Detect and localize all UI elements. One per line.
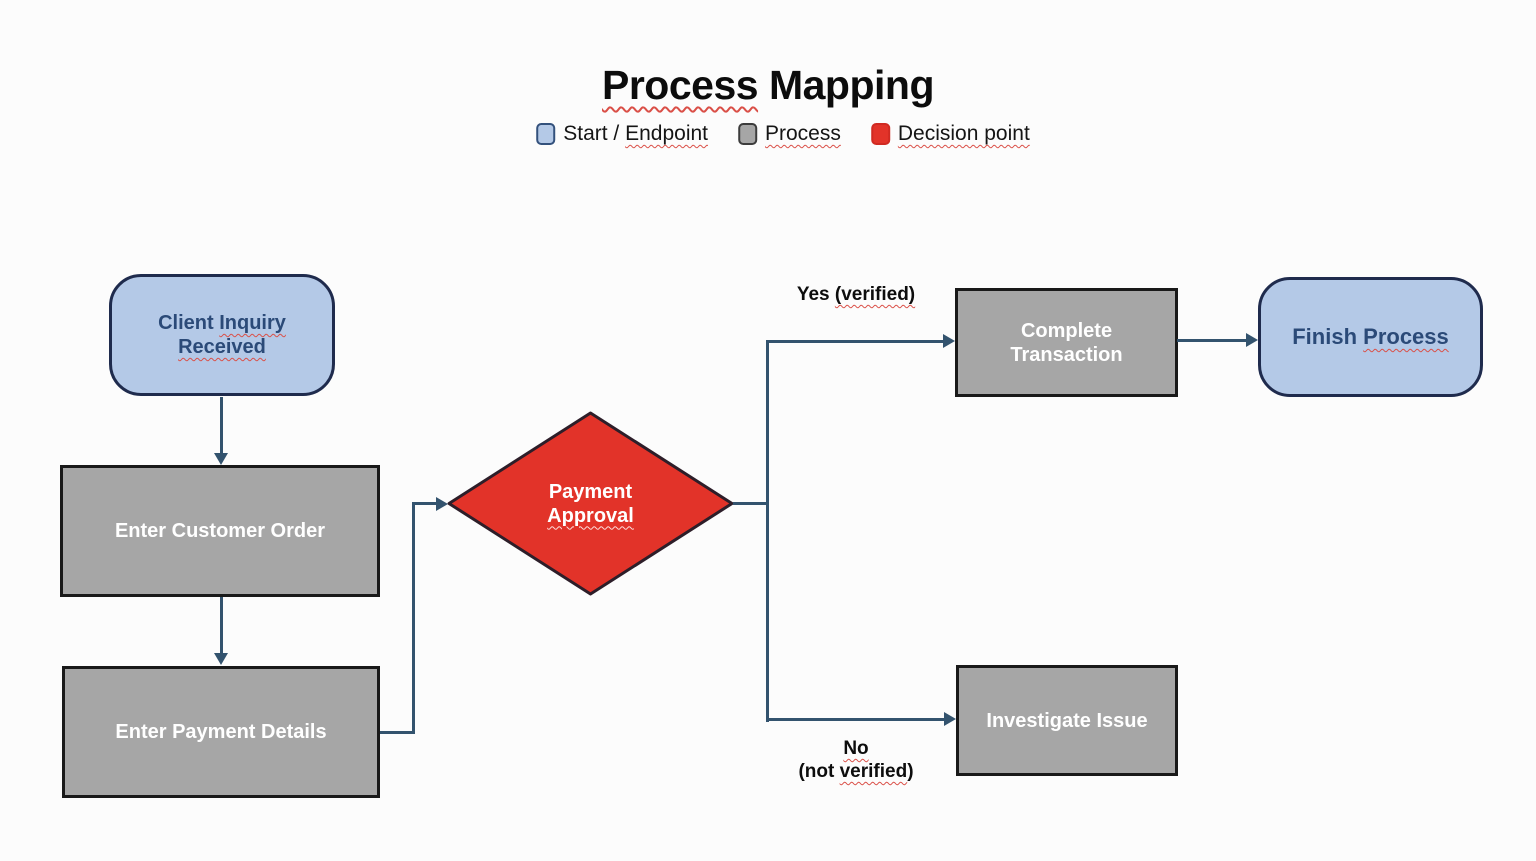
legend-label-process: Process (765, 122, 841, 145)
edge-segment (733, 502, 768, 505)
edge-label-no-not-verified: No (not verified) (786, 737, 926, 783)
node-complete-transaction[interactable]: Complete Transaction (955, 288, 1178, 397)
decision-point-swatch-icon (870, 123, 890, 145)
arrowhead-right-icon (943, 334, 955, 348)
label-text: Client (158, 312, 214, 334)
label-text-misspelled: Inquiry (219, 312, 286, 334)
label-text: Finish (1292, 324, 1358, 349)
arrowhead-right-icon (1246, 333, 1258, 347)
node-investigate-issue[interactable]: Investigate Issue (956, 665, 1178, 776)
label-text-misspelled: Process (1363, 324, 1449, 349)
label-text-misspelled: verified (839, 761, 908, 782)
label-text: ) (907, 761, 914, 782)
node-enter-customer-order[interactable]: Enter Customer Order (60, 465, 380, 597)
node-label: Finish Process (1292, 325, 1449, 349)
process-swatch-icon (738, 123, 758, 145)
node-label: Enter Payment Details (115, 721, 327, 743)
node-finish-process[interactable]: Finish Process (1258, 277, 1483, 397)
edge-segment (412, 502, 415, 734)
title-word-mapping: Mapping (768, 62, 935, 108)
label-text-misspelled: (verified) (834, 284, 916, 305)
edge-segment (766, 340, 769, 722)
legend-label-start-endpoint: Start / Endpoint (563, 122, 708, 146)
legend-item-process: Process (738, 122, 841, 146)
title-word-process: Process (602, 62, 759, 108)
arrowhead-right-icon (436, 497, 448, 511)
edge-segment (220, 597, 223, 654)
edge-segment (766, 340, 944, 343)
edge-segment (1177, 339, 1247, 342)
arrowhead-down-icon (214, 653, 228, 665)
edge-segment (220, 397, 223, 455)
legend-text: Start / (563, 122, 620, 145)
label-text: Payment (548, 480, 633, 503)
edge-segment (766, 718, 945, 721)
node-label: Enter Customer Order (114, 520, 326, 542)
label-text-misspelled: Received (178, 336, 266, 358)
label-text: (not (798, 761, 835, 782)
legend: Start / Endpoint Process Decision point (536, 122, 1030, 146)
edge-segment (413, 502, 437, 505)
start-endpoint-swatch-icon (536, 123, 556, 145)
node-client-inquiry-received[interactable]: Client Inquiry Received (109, 274, 335, 396)
arrowhead-down-icon (214, 453, 228, 465)
edge-label-yes-verified: Yes (verified) (790, 283, 922, 306)
arrowhead-right-icon (944, 712, 956, 726)
label-text-misspelled: No (843, 738, 869, 759)
edge-segment (380, 731, 415, 734)
legend-label-decision-point: Decision point (897, 122, 1030, 145)
node-label: Investigate Issue (986, 709, 1148, 732)
legend-item-start-endpoint: Start / Endpoint (536, 122, 708, 146)
node-label: Complete Transaction (1010, 319, 1123, 366)
label-text-misspelled: Approval (547, 504, 634, 527)
page-title: Process Mapping (0, 62, 1536, 109)
decision-diamond-shape (447, 411, 734, 596)
label-text: Yes (796, 284, 830, 305)
legend-item-decision-point: Decision point (870, 122, 1030, 146)
node-label: Client Inquiry Received (158, 311, 286, 359)
node-enter-payment-details[interactable]: Enter Payment Details (62, 666, 380, 798)
legend-text-misspelled: Endpoint (625, 122, 709, 145)
